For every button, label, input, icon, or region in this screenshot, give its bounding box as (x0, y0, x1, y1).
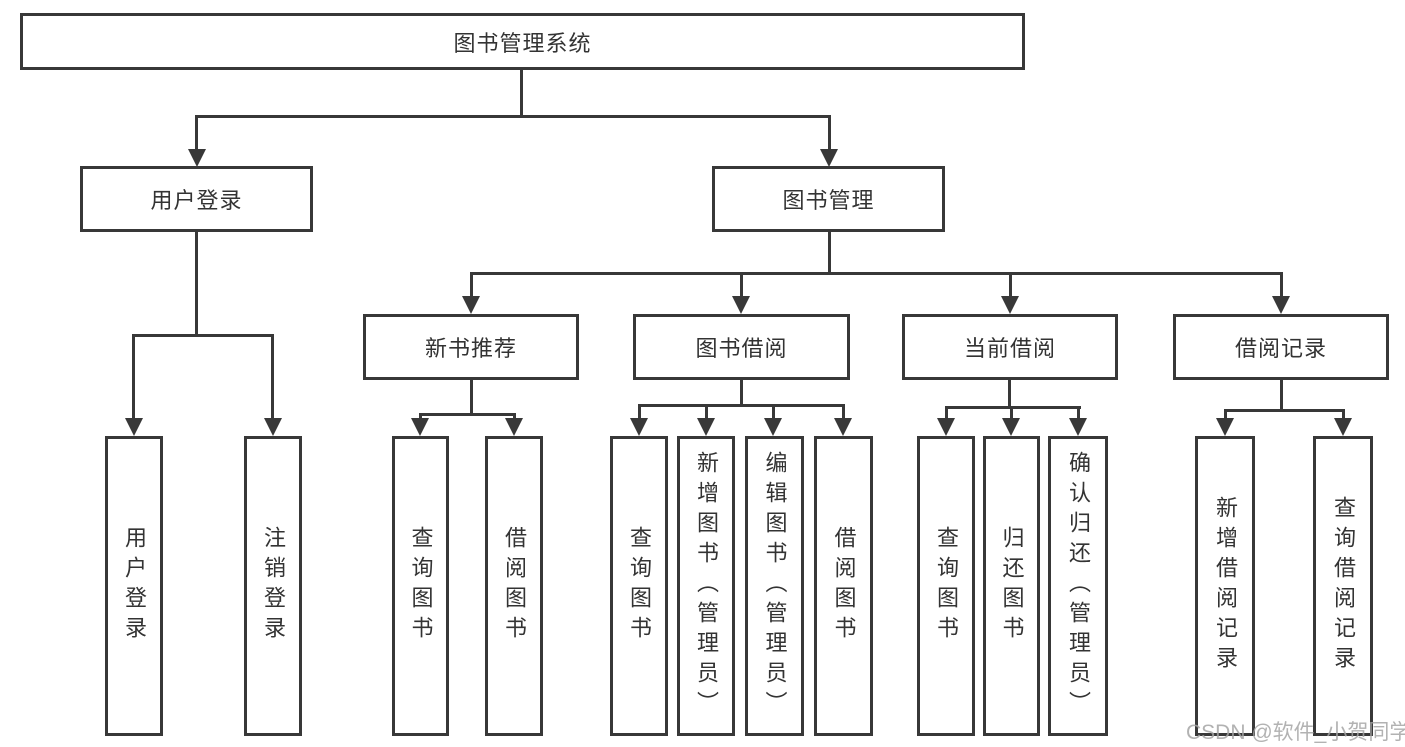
node-root-label: 图书管理系统 (453, 30, 592, 56)
leaf-query-books-borrow: 查询图书 (610, 436, 668, 736)
node-root: 图书管理系统 (20, 13, 1025, 70)
connector-book-borrow-stub (740, 380, 743, 407)
connector-book-management-stub (828, 232, 831, 275)
leaf-add-book-admin: 新增图书（管理员） (677, 436, 735, 736)
connector-drop-nb-borrow (513, 413, 516, 421)
leaf-return-books-label: 归还图书 (999, 526, 1025, 646)
connector-drop-br-add (1224, 409, 1227, 421)
node-borrow-records: 借阅记录 (1173, 314, 1389, 380)
connector-borrow-records-stub (1280, 380, 1283, 412)
arrow-into-user-login (188, 149, 206, 167)
connector-drop-leaf-user-login (132, 334, 135, 420)
leaf-add-book-admin-label: 新增图书（管理员） (694, 451, 719, 721)
connector-borrow-records-rail (1224, 409, 1345, 412)
node-book-management: 图书管理 (712, 166, 945, 232)
leaf-user-login: 用户登录 (105, 436, 163, 736)
arrow-into-leaf-logout (264, 418, 282, 436)
arrow-into-nb-query (411, 418, 429, 436)
connector-user-login-stub (195, 232, 198, 336)
connector-current-borrow-rail (945, 406, 1081, 409)
connector-drop-bb-borrow (842, 404, 845, 421)
connector-drop-bb-edit (772, 404, 775, 421)
connector-root-rail (195, 115, 831, 118)
leaf-add-borrow-record: 新增借阅记录 (1195, 436, 1255, 736)
connector-drop-nb-query (419, 413, 422, 421)
node-current-borrow-label: 当前借阅 (963, 336, 1056, 361)
arrow-into-bb-query (630, 418, 648, 436)
arrow-into-new-book (462, 296, 480, 314)
arrow-into-cb-query (937, 418, 955, 436)
leaf-return-books: 归还图书 (983, 436, 1040, 736)
connector-drop-bb-add (705, 404, 708, 421)
leaf-borrow-books-2-label: 借阅图书 (831, 526, 857, 646)
arrow-into-br-query (1334, 418, 1352, 436)
leaf-borrow-books-recommend: 借阅图书 (485, 436, 543, 736)
arrow-into-br-add (1216, 418, 1234, 436)
leaf-logout: 注销登录 (244, 436, 302, 736)
leaf-logout-label: 注销登录 (261, 526, 286, 646)
connector-drop-book-borrow (740, 272, 743, 300)
leaf-query-books-borrow-label: 查询图书 (627, 526, 652, 646)
leaf-query-books-recommend: 查询图书 (392, 436, 449, 736)
node-book-borrow: 图书借阅 (633, 314, 850, 380)
node-new-book-recommend-label: 新书推荐 (424, 336, 517, 361)
connector-drop-user-login (195, 115, 198, 152)
node-current-borrow: 当前借阅 (902, 314, 1118, 380)
leaf-edit-book-admin-label: 编辑图书（管理员） (762, 451, 788, 721)
arrow-into-leaf-user-login (125, 418, 143, 436)
connector-drop-borrow-records (1280, 272, 1283, 300)
leaf-user-login-label: 用户登录 (122, 526, 147, 646)
connector-drop-leaf-logout (271, 334, 274, 420)
leaf-borrow-books-recommend-label: 借阅图书 (502, 526, 527, 646)
arrow-into-cb-confirm (1069, 418, 1087, 436)
connector-book-borrow-rail (638, 404, 845, 407)
leaf-borrow-books-2: 借阅图书 (814, 436, 873, 736)
leaf-add-borrow-record-label: 新增借阅记录 (1213, 496, 1238, 676)
node-borrow-records-label: 借阅记录 (1234, 336, 1327, 361)
connector-root-stub (520, 70, 523, 117)
arrow-into-cb-return (1002, 418, 1020, 436)
connector-new-book-stub (470, 380, 473, 416)
leaf-query-books-current: 查询图书 (917, 436, 975, 736)
node-new-book-recommend: 新书推荐 (363, 314, 579, 380)
connector-drop-cb-return (1010, 406, 1013, 421)
arrow-into-bb-add (697, 418, 715, 436)
arrow-into-bb-borrow (834, 418, 852, 436)
connector-drop-bb-query (638, 404, 641, 421)
leaf-query-books-current-label: 查询图书 (934, 526, 959, 646)
connector-drop-br-query (1342, 409, 1345, 421)
arrow-into-book-borrow (732, 296, 750, 314)
connector-book-management-rail (470, 272, 1283, 275)
connector-drop-current-borrow (1009, 272, 1012, 300)
leaf-query-books-recommend-label: 查询图书 (408, 526, 434, 646)
connector-drop-book-management (828, 115, 831, 152)
csdn-watermark: CSDN @软件_小贺同学 (1186, 721, 1405, 744)
connector-new-book-rail (419, 413, 516, 416)
leaf-query-borrow-record-label: 查询借阅记录 (1331, 496, 1356, 676)
connector-drop-cb-query (945, 406, 948, 421)
arrow-into-borrow-records (1272, 296, 1290, 314)
node-book-management-label: 图书管理 (782, 188, 875, 213)
leaf-confirm-return-admin: 确认归还（管理员） (1048, 436, 1108, 736)
arrow-into-bb-edit (764, 418, 782, 436)
connector-drop-new-book (470, 272, 473, 300)
arrow-into-current-borrow (1001, 296, 1019, 314)
connector-drop-cb-confirm (1077, 406, 1080, 421)
connector-current-borrow-stub (1008, 380, 1011, 409)
leaf-confirm-return-admin-label: 确认归还（管理员） (1066, 451, 1091, 721)
leaf-edit-book-admin: 编辑图书（管理员） (745, 436, 804, 736)
node-user-login-label: 用户登录 (150, 188, 243, 213)
arrow-into-book-management (820, 149, 838, 167)
arrow-into-nb-borrow (505, 418, 523, 436)
connector-user-login-rail (132, 334, 274, 337)
leaf-query-borrow-record: 查询借阅记录 (1313, 436, 1373, 736)
node-book-borrow-label: 图书借阅 (695, 336, 788, 361)
node-user-login: 用户登录 (80, 166, 313, 232)
